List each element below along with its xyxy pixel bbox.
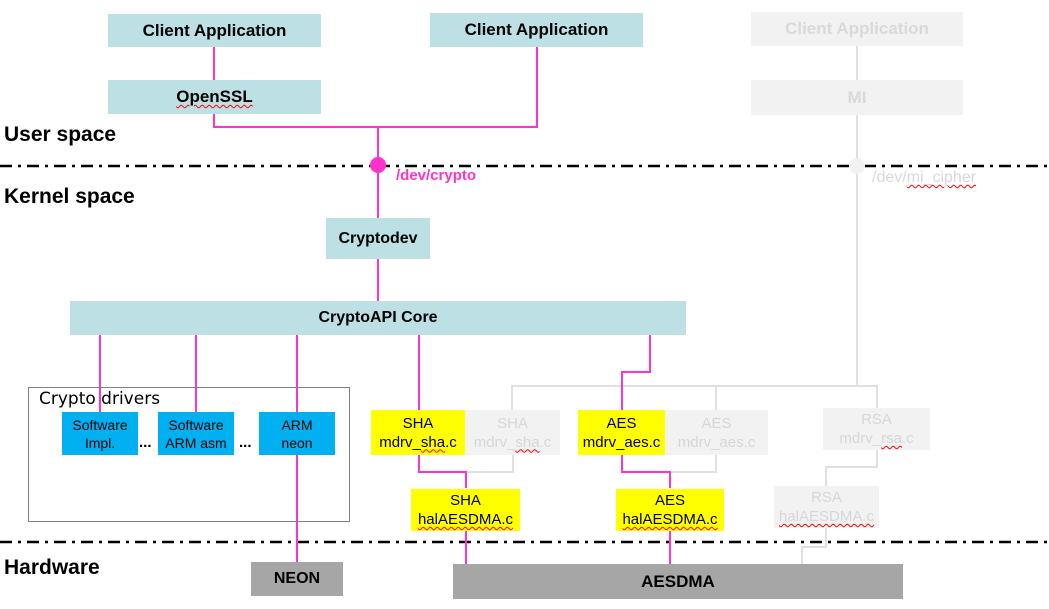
neon-hardware-box[interactable]: NEON (251, 562, 343, 596)
wire-aes-hal (621, 455, 671, 488)
mdrv-line2: mdrv_aes.c (677, 433, 756, 451)
hal-line2: halAESDMA.c (622, 511, 718, 528)
wire-mi-branch (511, 114, 858, 410)
client-application-box-1[interactable]: Client Application (108, 14, 321, 47)
zone-label-user-space: User space (4, 123, 117, 146)
driver-line2: neon (281, 434, 313, 451)
ellipsis-2: ... (239, 434, 252, 451)
client-application-box-2[interactable]: Client Application (430, 13, 643, 47)
hal-line1: SHA (450, 492, 481, 509)
wire-rsa-mdrv-hal (825, 450, 878, 486)
driver-line1: Software (72, 416, 128, 433)
wire-ghost-sha-down (467, 455, 514, 473)
hal-line1: RSA (811, 489, 842, 506)
crypto-drivers-title: Crypto drivers (39, 389, 161, 409)
mdrv-line1: RSA (861, 411, 892, 428)
hal-line1: AES (654, 492, 685, 509)
openssl-label: OpenSSL (176, 87, 253, 106)
dev-crypto-label: /dev/crypto (396, 167, 477, 184)
mdrv-line2: mdrv_sha.c (379, 433, 457, 451)
inactive-wires (467, 46, 878, 566)
driver-line2: ARM asm (165, 434, 227, 451)
mdrv-line1: AES (606, 414, 637, 432)
wire-sha-hal (418, 455, 467, 488)
dev-crypto-node (370, 157, 386, 173)
mdrv-line2: mdrv_aes.c (582, 433, 661, 451)
cryptoapi-core-box[interactable]: CryptoAPI Core (70, 301, 686, 335)
hal-line2: halAESDMA.c (417, 511, 514, 528)
zone-label-kernel-space: Kernel space (4, 185, 135, 208)
mdrv-line1: AES (701, 414, 732, 432)
wire-branch-rsa (857, 385, 878, 408)
crypto-drivers-group: Crypto drivers (28, 387, 350, 522)
wire-rsa-hal-aesdma (801, 528, 827, 566)
wire-ghost-aes-down (670, 455, 717, 473)
client-application-box-3-inactive[interactable]: Client Application (751, 12, 963, 46)
mdrv-rsa-box-inactive[interactable]: RSA mdrv_rsa.c (823, 408, 930, 450)
dev-mi-cipher-label: /dev/mi_cipher (872, 169, 977, 186)
cryptodev-box[interactable]: Cryptodev (326, 218, 430, 259)
driver-line2: Impl. (84, 434, 116, 451)
ellipsis-1: ... (139, 434, 152, 451)
wire-core-aes (621, 335, 651, 410)
hal-line2: halAESDMA.c (778, 508, 875, 525)
mdrv-line2: mdrv_sha.c (473, 433, 552, 451)
hal-sha-box[interactable]: SHA halAESDMA.c (411, 489, 520, 531)
hal-rsa-box-inactive[interactable]: RSA halAESDMA.c (774, 486, 879, 528)
mdrv-line1: SHA (497, 414, 528, 432)
mdrv-line2: mdrv_rsa.c (839, 430, 914, 447)
mi-cipher-node (849, 158, 865, 174)
mi-box-inactive[interactable]: MI (751, 80, 963, 115)
openssl-box[interactable]: OpenSSL (108, 80, 321, 114)
hal-aes-box[interactable]: AES halAESDMA.c (616, 489, 724, 531)
driver-line1: ARM (281, 416, 313, 433)
wire-openssl-bus (213, 46, 538, 128)
driver-line1: Software (168, 416, 224, 433)
mdrv-line1: SHA (402, 414, 434, 432)
zone-label-hardware: Hardware (4, 556, 100, 579)
aesdma-hardware-box[interactable]: AESDMA (453, 564, 903, 599)
